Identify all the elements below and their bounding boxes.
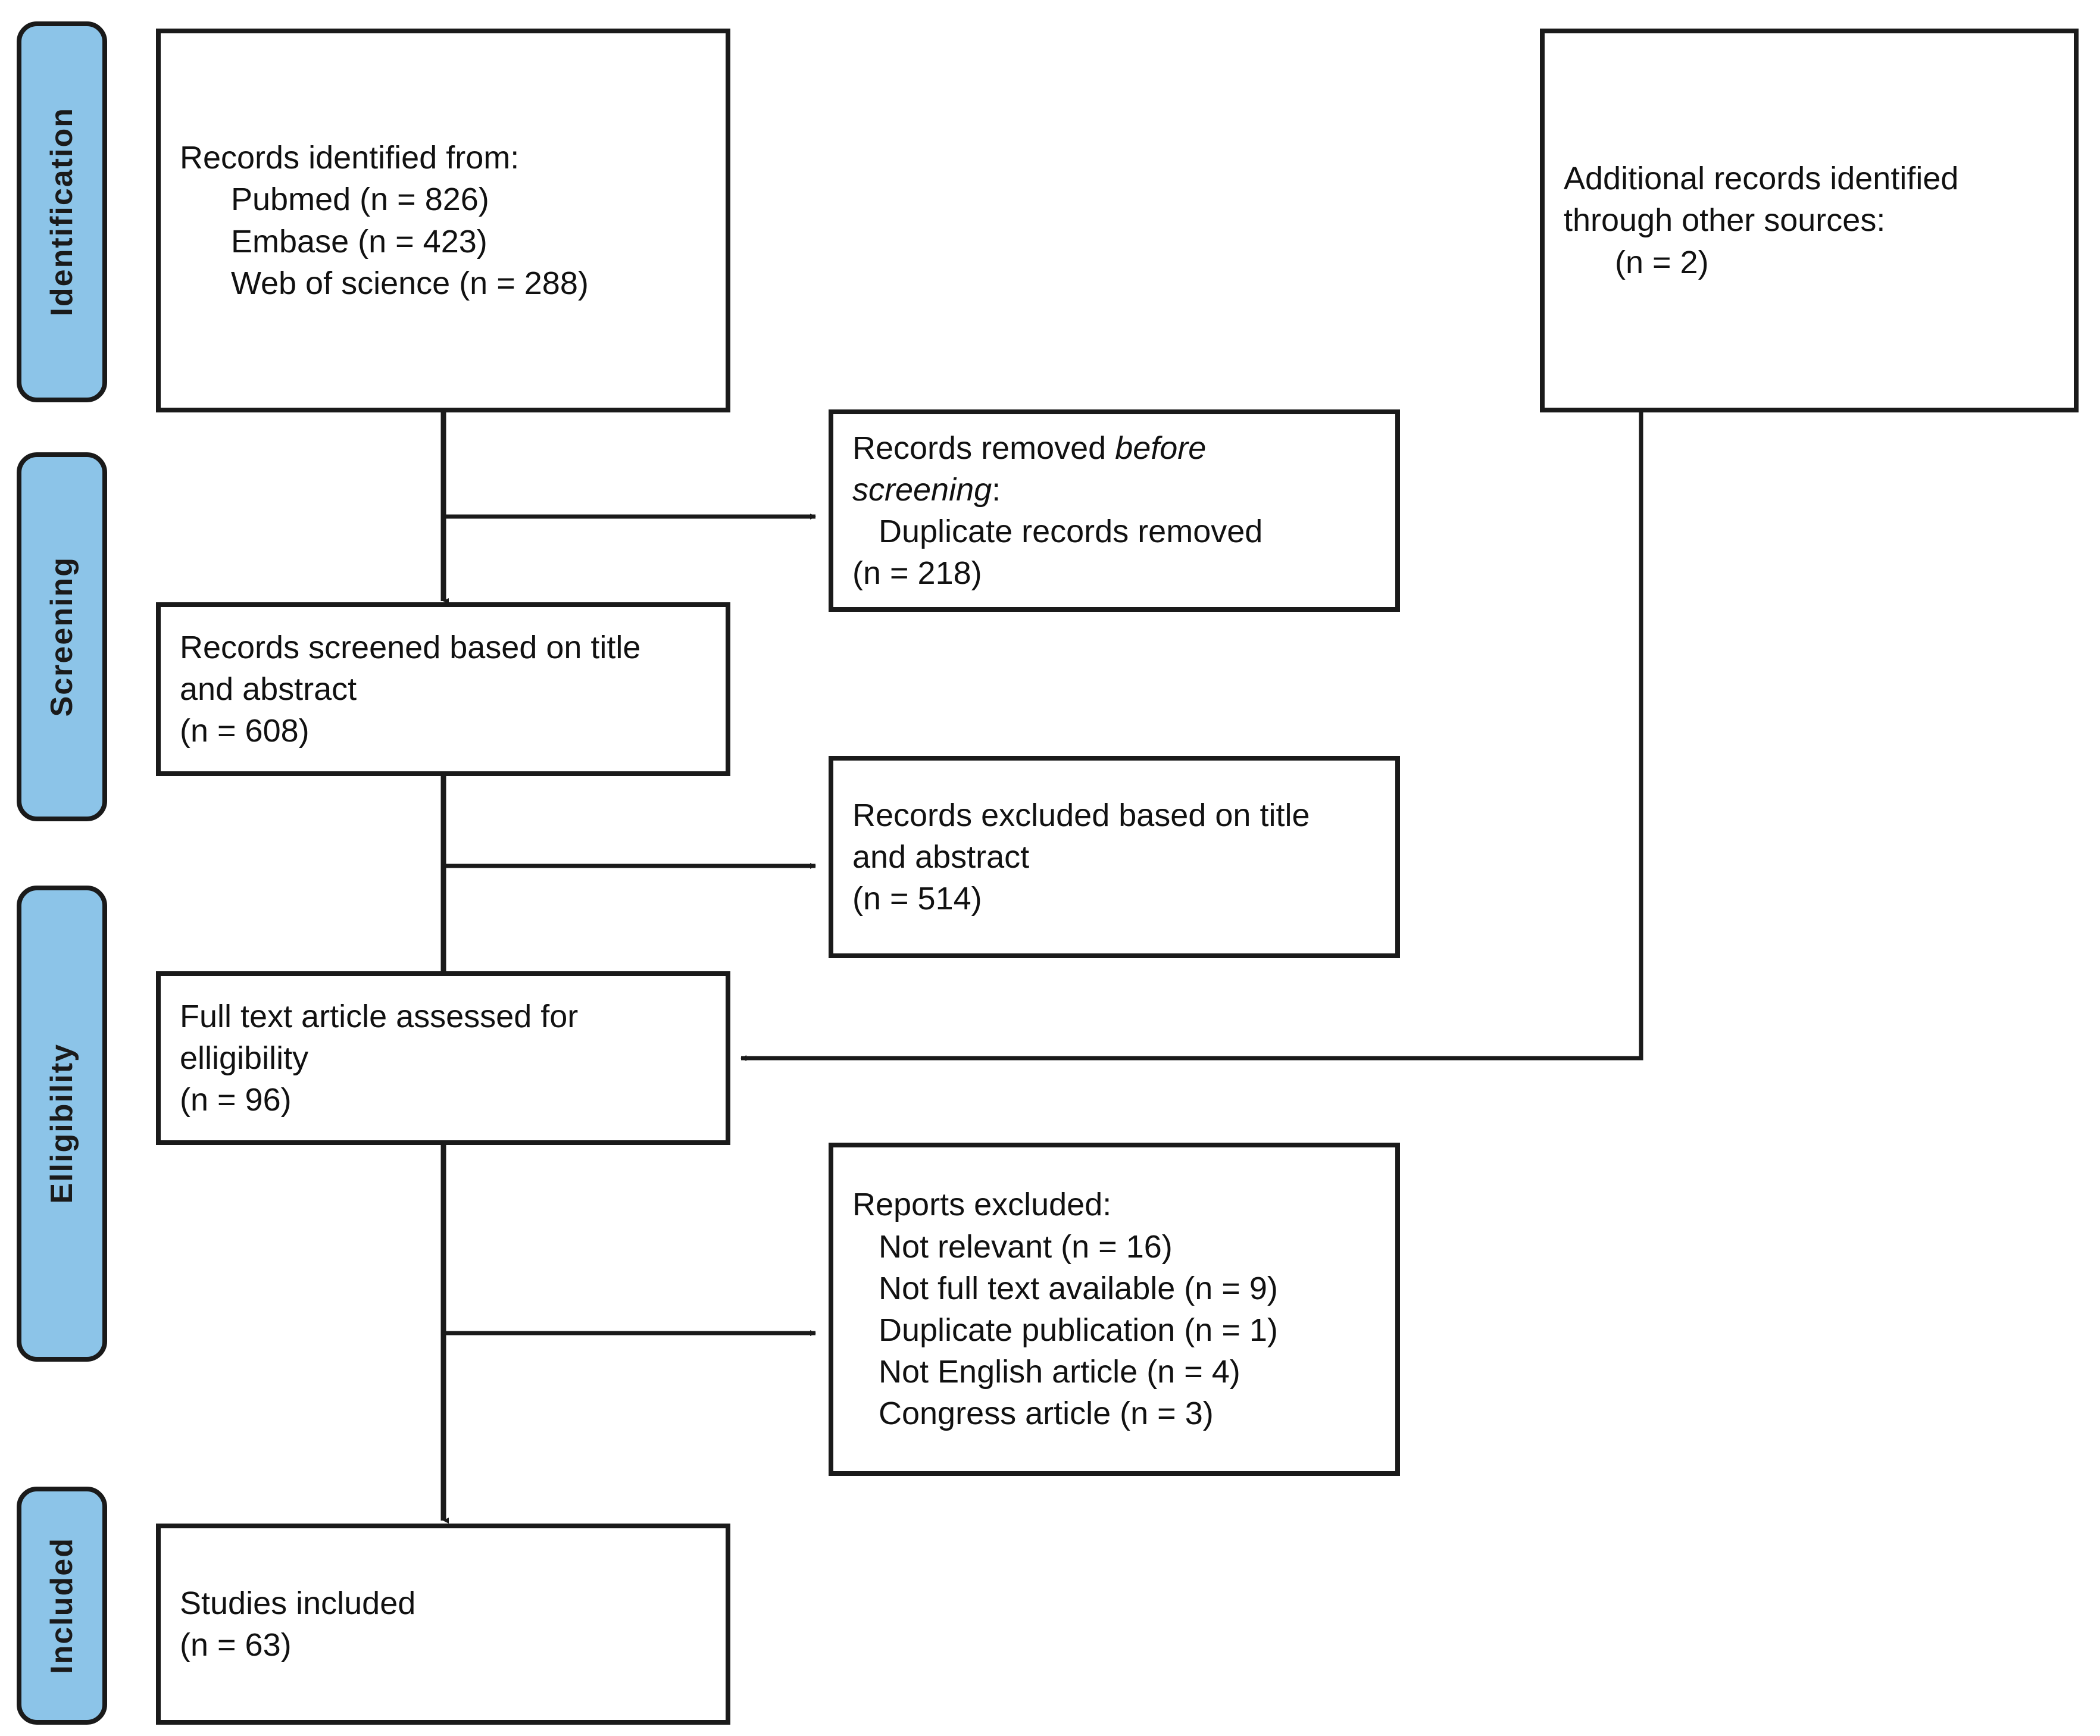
stage-label-screening: Screening xyxy=(45,556,79,717)
reports-excluded-title: Reports excluded: xyxy=(852,1187,1112,1223)
additional-records-line2: through other sources: xyxy=(1564,202,1886,239)
studies-included-line1: Studies included xyxy=(180,1585,416,1621)
records-screened-line2: and abstract xyxy=(180,671,357,707)
node-additional-records: Additional records identified through ot… xyxy=(1540,29,2079,412)
stage-bar-screening: Screening xyxy=(17,452,107,821)
records-removed-item: Duplicate records removed xyxy=(879,514,1263,549)
records-removed-title-colon: : xyxy=(992,471,1001,508)
stage-label-included: Included xyxy=(45,1537,79,1674)
stage-bar-identification: Identification xyxy=(17,21,107,402)
full-text-assessed-count: (n = 96) xyxy=(180,1082,292,1118)
records-excluded-count: (n = 514) xyxy=(852,881,982,917)
reports-excluded-item-not-full-text: Not full text available (n = 9) xyxy=(879,1270,1278,1306)
records-removed-title-emphasis-2: screening xyxy=(852,471,992,508)
node-records-identified: Records identified from: Pubmed (n = 826… xyxy=(156,29,730,412)
node-full-text-assessed: Full text article assessed for elligibil… xyxy=(156,971,730,1145)
studies-included-count: (n = 63) xyxy=(180,1627,292,1663)
full-text-assessed-line1: Full text article assessed for xyxy=(180,998,579,1034)
records-excluded-line1: Records excluded based on title xyxy=(852,797,1310,833)
node-reports-excluded: Reports excluded: Not relevant (n = 16) … xyxy=(829,1143,1400,1476)
records-identified-source-web-of-science: Web of science (n = 288) xyxy=(231,265,589,301)
records-identified-title: Records identified from: xyxy=(180,140,520,176)
stage-label-eligibility: Elligibility xyxy=(45,1043,79,1204)
records-removed-title-emphasis: before xyxy=(1115,430,1207,466)
reports-excluded-item-duplicate-publication: Duplicate publication (n = 1) xyxy=(879,1312,1278,1348)
records-identified-source-pubmed: Pubmed (n = 826) xyxy=(231,182,489,218)
records-removed-title-cont: screening: xyxy=(852,469,1376,511)
records-removed-count: (n = 218) xyxy=(852,555,982,592)
records-identified-source-embase: Embase (n = 423) xyxy=(231,223,488,259)
stage-label-identification: Identification xyxy=(45,107,79,317)
records-screened-count: (n = 608) xyxy=(180,713,310,749)
records-excluded-line2: and abstract xyxy=(852,839,1030,875)
reports-excluded-item-not-relevant: Not relevant (n = 16) xyxy=(879,1228,1173,1265)
records-removed-title: Records removed before xyxy=(852,427,1376,469)
reports-excluded-item-congress-article: Congress article (n = 3) xyxy=(879,1396,1214,1432)
node-records-screened: Records screened based on title and abst… xyxy=(156,602,730,776)
records-screened-line1: Records screened based on title xyxy=(180,629,641,665)
stage-bar-included: Included xyxy=(17,1487,107,1725)
additional-records-count: (n = 2) xyxy=(1615,244,1709,280)
records-removed-title-prefix: Records removed xyxy=(852,430,1115,466)
node-records-excluded: Records excluded based on title and abst… xyxy=(829,756,1400,958)
additional-records-line1: Additional records identified xyxy=(1564,161,1959,197)
node-studies-included: Studies included (n = 63) xyxy=(156,1524,730,1725)
stage-bar-eligibility: Elligibility xyxy=(17,886,107,1362)
reports-excluded-item-not-english: Not English article (n = 4) xyxy=(879,1354,1240,1390)
full-text-assessed-line2: elligibility xyxy=(180,1040,309,1076)
node-records-removed: Records removed before screening: Duplic… xyxy=(829,409,1400,612)
